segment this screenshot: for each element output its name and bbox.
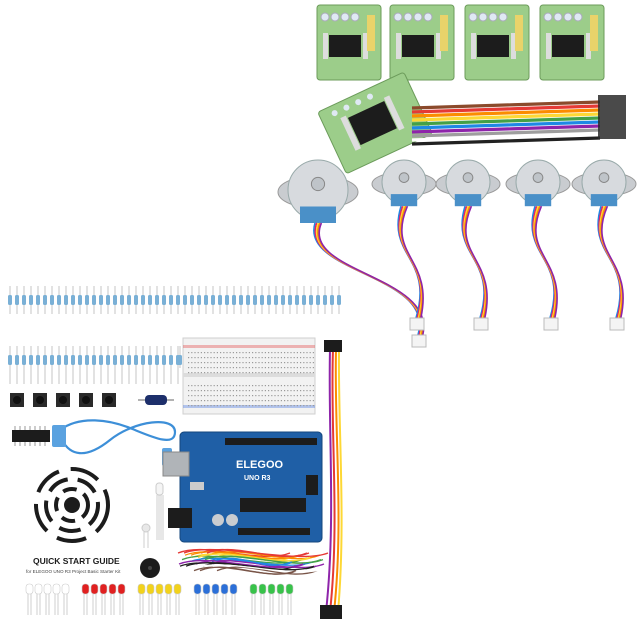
driver-board bbox=[464, 4, 530, 81]
guide-title: QUICK START GUIDE bbox=[33, 556, 120, 566]
driver-board bbox=[539, 4, 605, 81]
leds bbox=[25, 482, 294, 615]
driver-boards bbox=[316, 4, 605, 81]
arduino-brand-label: ELEGOO bbox=[236, 459, 284, 471]
arduino-model-label: UNO R3 bbox=[244, 475, 271, 482]
driver-board bbox=[316, 4, 382, 81]
stepper-motor bbox=[571, 159, 637, 331]
push-buttons bbox=[10, 393, 116, 407]
stepper-motor bbox=[505, 159, 571, 331]
buzzer bbox=[140, 558, 160, 578]
breadboard bbox=[182, 337, 316, 415]
jumper-wires-bundle bbox=[320, 340, 343, 619]
ic-chip bbox=[12, 426, 50, 446]
jumper-wires-loose bbox=[177, 548, 329, 575]
arduino-uno-board: ELEGOO UNO R3 bbox=[162, 431, 323, 543]
guide-subtitle: for ELEGOO UNO R3 Project Basic Starter … bbox=[26, 569, 121, 574]
stepper-motor bbox=[435, 159, 501, 331]
driver-board-angled bbox=[318, 72, 433, 174]
guide-logo-icon bbox=[34, 467, 110, 543]
quick-start-guide: QUICK START GUIDE for ELEGOO UNO R3 Proj… bbox=[26, 467, 121, 574]
driver-board bbox=[389, 4, 455, 81]
ribbon-cable bbox=[411, 95, 626, 146]
stepper-motor bbox=[277, 159, 427, 348]
stepper-motors bbox=[277, 159, 637, 348]
capacitor bbox=[138, 395, 174, 405]
